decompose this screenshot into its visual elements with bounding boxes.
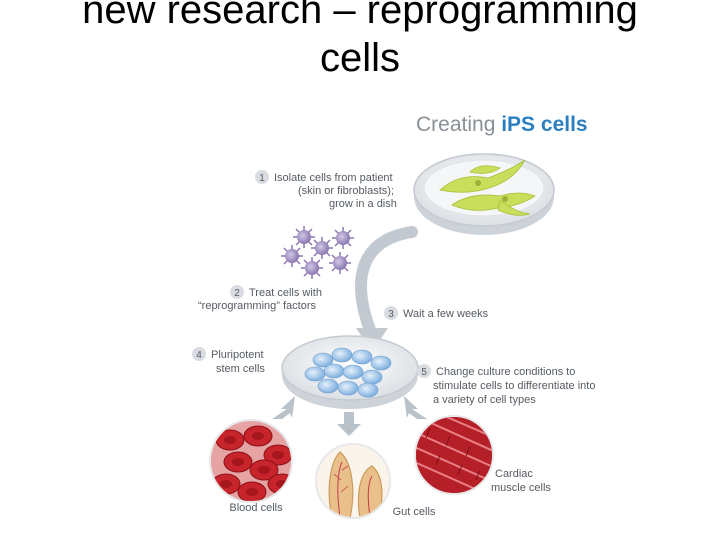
step-2: 2 Treat cells with “reprogramming” facto… bbox=[198, 285, 322, 312]
differentiation-arrows bbox=[272, 396, 427, 436]
step-3: 3 Wait a few weeks bbox=[384, 306, 489, 320]
step-4: 4 Pluripotent stem cells bbox=[192, 347, 265, 375]
step-number-badge bbox=[230, 285, 244, 299]
curved-arrow bbox=[355, 226, 418, 341]
step-number-badge bbox=[417, 364, 431, 378]
stem-cells-icon bbox=[304, 347, 392, 398]
step-text-line: (skin or fibroblasts); bbox=[298, 185, 394, 197]
fibroblast-dish bbox=[413, 153, 555, 235]
figure-title: Creating iPS cells bbox=[416, 113, 588, 136]
figure-title-light: Creating bbox=[416, 113, 501, 136]
step-1: 1 Isolate cells from patient (skin or fi… bbox=[255, 170, 397, 210]
step-text-line: Pluripotent bbox=[211, 349, 264, 361]
gut-cells-label: Gut cells bbox=[393, 506, 436, 518]
step-text-line: grow in a dish bbox=[329, 198, 397, 210]
slide-title: new research – reprogramming cells bbox=[0, 0, 720, 82]
step-number-badge bbox=[192, 347, 206, 361]
slide-title-line-2: cells bbox=[319, 36, 401, 80]
step-number-badge bbox=[384, 306, 398, 320]
stem-cell-dish bbox=[281, 335, 419, 409]
step-number: 4 bbox=[196, 350, 202, 361]
step-text-line: Isolate cells from patient bbox=[274, 172, 393, 184]
gut-cells-image bbox=[315, 443, 391, 519]
cardiac-label-line-2: muscle cells bbox=[491, 482, 551, 494]
step-text-line: stimulate cells to differentiate into bbox=[433, 380, 595, 392]
fibroblast-cells-icon bbox=[439, 159, 536, 216]
blood-cells-label: Blood cells bbox=[229, 502, 283, 514]
figure-title-bold: iPS cells bbox=[501, 113, 587, 136]
cardiac-label-line-1: Cardiac bbox=[495, 468, 533, 480]
blood-cells-image bbox=[209, 419, 293, 503]
step-text-line: “reprogramming” factors bbox=[198, 300, 316, 312]
arrow-to-gut-icon bbox=[337, 412, 361, 436]
cardiac-cells-image bbox=[414, 415, 494, 495]
step-number: 5 bbox=[421, 367, 427, 378]
step-text-line: Wait a few weeks bbox=[403, 308, 489, 320]
step-5: 5 Change culture conditions to stimulate… bbox=[417, 364, 595, 406]
arrow-to-cardiac-icon bbox=[404, 396, 427, 419]
step-text-line: Treat cells with bbox=[249, 287, 322, 299]
step-text-line: a variety of cell types bbox=[433, 394, 536, 406]
arrow-to-blood-icon bbox=[272, 396, 295, 419]
step-number: 3 bbox=[388, 309, 394, 320]
step-number: 2 bbox=[234, 288, 240, 299]
reprogramming-factors-icon bbox=[281, 226, 354, 279]
step-number-badge bbox=[255, 170, 269, 184]
step-number: 1 bbox=[259, 173, 265, 184]
slide-title-line-1: new research – reprogramming bbox=[82, 0, 638, 32]
step-text-line: Change culture conditions to bbox=[436, 366, 575, 378]
step-text-line: stem cells bbox=[216, 363, 265, 375]
